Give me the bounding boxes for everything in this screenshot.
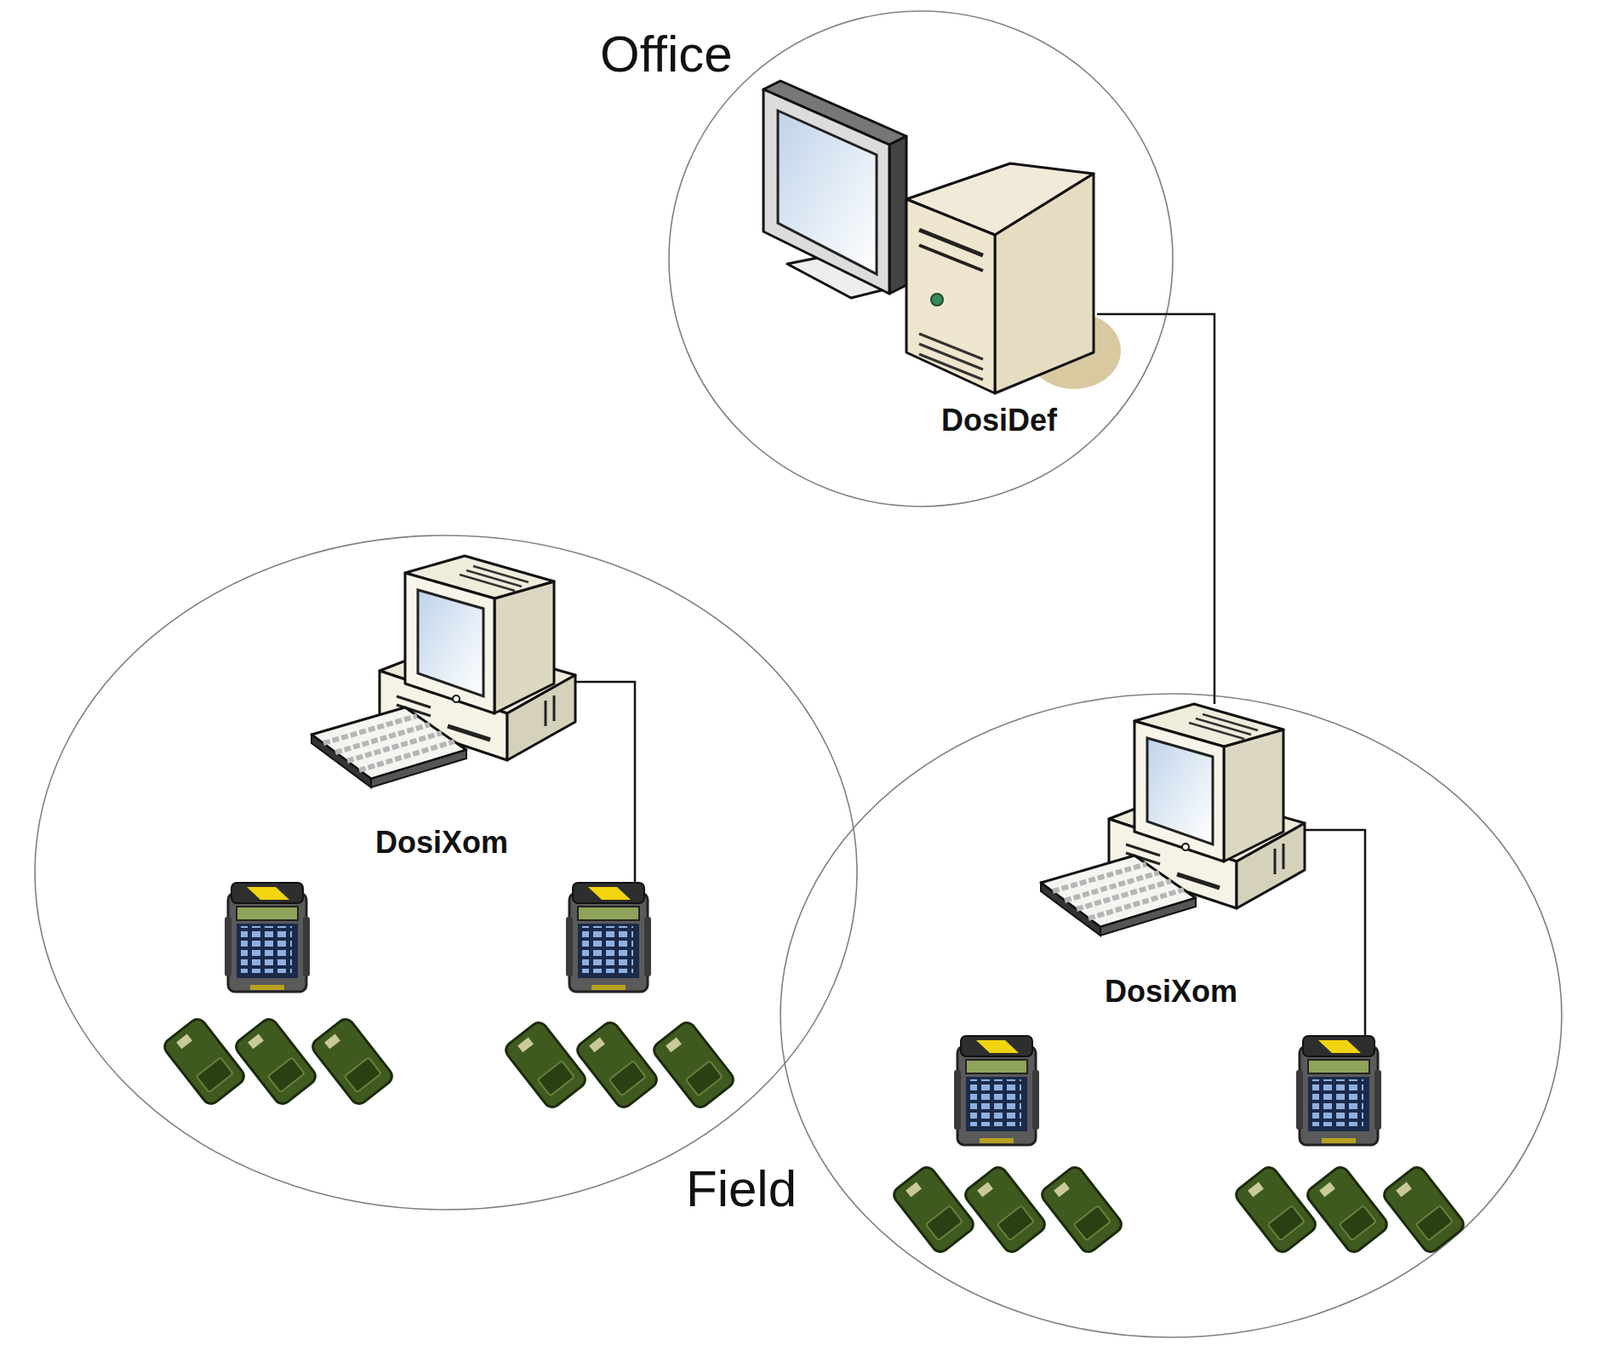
dosimeter [161,1016,248,1108]
dosimeter [502,1019,589,1111]
monitor-screen [777,110,877,275]
zone-outline [668,11,1173,507]
office-zone: DosiDefOffice [668,10,1174,508]
zone-title: Field [685,1163,797,1215]
monitor-bezel [763,89,890,294]
drive-slot [919,245,983,271]
dosimeter-reader [224,882,310,992]
computer-label: DosiXom [375,827,509,858]
field-computer: DosiXom [1040,703,1307,1009]
power-led [931,293,943,306]
dosimeter [1304,1164,1391,1256]
field-zone [780,693,1562,1338]
dosimeter [1381,1164,1468,1256]
reader-cable [1304,829,1366,1039]
dosimeter-reader [1296,1035,1382,1145]
dosimeter [309,1016,396,1108]
monitor-side [889,136,907,294]
zone-title: Office [600,28,733,80]
dosimeter-reader [954,1035,1040,1145]
dosimeter [651,1019,738,1111]
dosimeter [962,1164,1049,1256]
dosimeter [233,1016,320,1108]
field-computer: DosiXom [311,555,578,860]
reader-cable [575,681,635,886]
network-link [1097,314,1215,704]
field-zone [34,535,858,1210]
tower-side [994,173,1094,394]
dosimeter [891,1164,978,1256]
drive-slot [919,229,983,256]
zone-outline [668,10,1174,508]
computer-label: DosiXom [1104,976,1238,1007]
computer-label: DosiDef [941,405,1058,436]
dosimeter-reader [565,882,652,992]
server-computer: DosiDef [757,85,1098,443]
dosimeter [1233,1164,1320,1256]
tower-front [906,199,995,394]
desktop-computer [311,555,576,788]
dosimeter [1039,1164,1126,1256]
dosimeter [574,1019,661,1111]
server-workstation [763,80,1121,394]
desktop-computer [1040,703,1305,936]
vent-line [919,354,983,380]
